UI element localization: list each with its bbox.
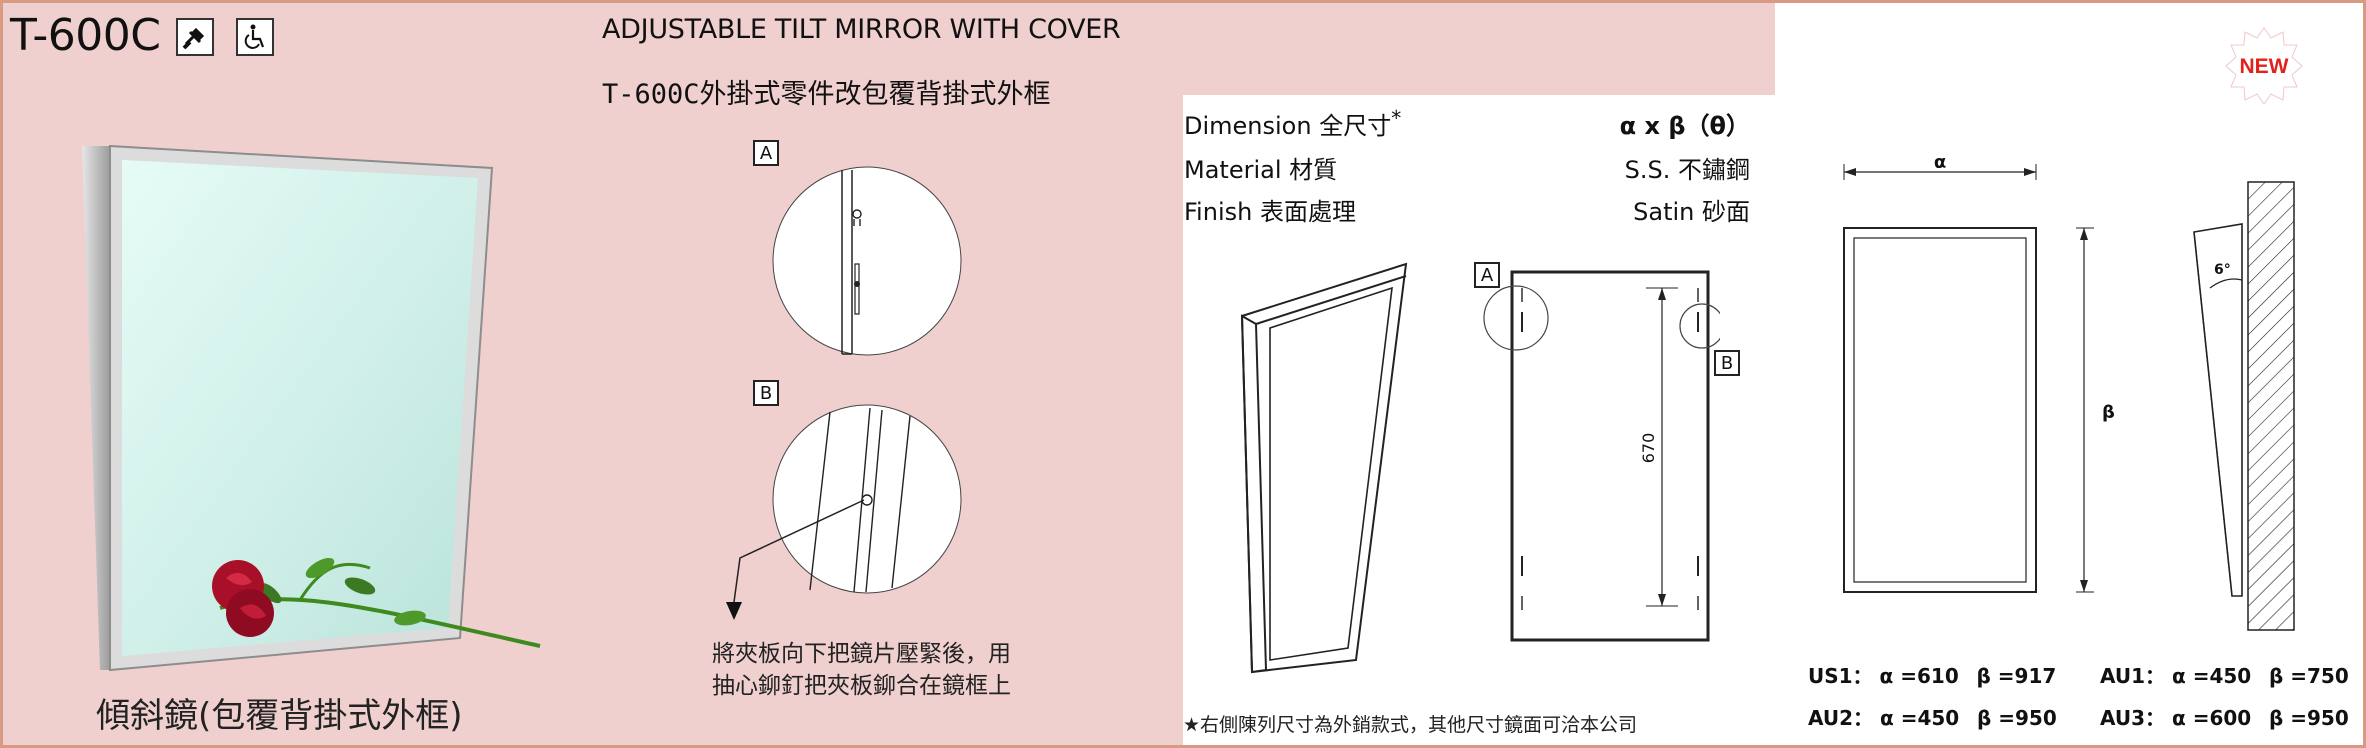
product-caption-zh: 傾斜鏡(包覆背掛式外框) [96,696,463,736]
assembly-note: 將夾板向下把鏡片壓緊後，用 抽心鉚釘把夾板鉚合在鏡框上 [712,638,1011,702]
side-view-drawing: 6° [2193,181,2295,631]
spec-dimension-value: α x β（θ） [1619,112,1750,140]
drawing-label-a: A [1474,262,1500,288]
detail-label-b: B [753,380,779,406]
detail-b-leader-arrow [726,499,865,620]
size-au1: AU1： α =450 β =750 [2100,664,2349,688]
spec-finish-value: Satin 砂面 [1633,198,1750,226]
dimension-schematic: α β [1843,152,2115,593]
tilt-angle-text: 6° [2214,262,2231,278]
wheelchair-accessible-icon [236,18,274,56]
alpha-symbol: α [1934,152,1946,173]
screw-mount-icon [176,18,214,56]
product-photo-mirror [82,144,541,672]
assembly-note-line2: 抽心鉚釘把夾板鉚合在鏡框上 [712,673,1011,699]
model-number: T-600C [10,10,161,61]
drawing-label-b: B [1714,350,1740,376]
detail-a-closeup [772,166,962,356]
product-title-zh: T-600C外掛式零件改包覆背掛式外框 [602,79,1051,110]
spec-finish-label: Finish 表面處理 [1184,198,1356,226]
spec-header-background [1183,3,1775,95]
size-au3: AU3： α =600 β =950 [2100,706,2349,730]
new-badge: NEW [2225,27,2303,105]
spec-material-value: S.S. 不鏽鋼 [1624,156,1750,184]
detail-b-closeup [772,404,962,594]
footnote-text: 右側陳列尺寸為外銷款式，其他尺寸鏡面可洽本公司 [1200,714,1638,736]
new-badge-text: NEW [2240,55,2289,78]
star-icon: ★ [1183,714,1201,736]
detail-label-a: A [753,140,779,166]
spec-material-label: Material 材質 [1184,156,1338,184]
assembly-note-line1: 將夾板向下把鏡片壓緊後，用 [712,641,1011,667]
product-title-en: ADJUSTABLE TILT MIRROR WITH COVER [602,14,1121,45]
height-dimension-text: 670 [1639,433,1658,464]
size-au2: AU2： α =450 β =950 [1808,706,2057,730]
footnote: ★右側陳列尺寸為外銷款式，其他尺寸鏡面可洽本公司 [1183,710,1637,737]
spec-dimension-label: Dimension 全尺寸* [1184,106,1402,140]
spec-dimension-star: * [1391,106,1402,130]
isometric-drawing [1240,262,1408,674]
size-us1: US1： α =610 β =917 [1808,664,2057,688]
beta-symbol: β [2102,402,2115,423]
front-view-drawing: 670 [1483,270,1720,642]
rose-decoration [212,557,541,648]
